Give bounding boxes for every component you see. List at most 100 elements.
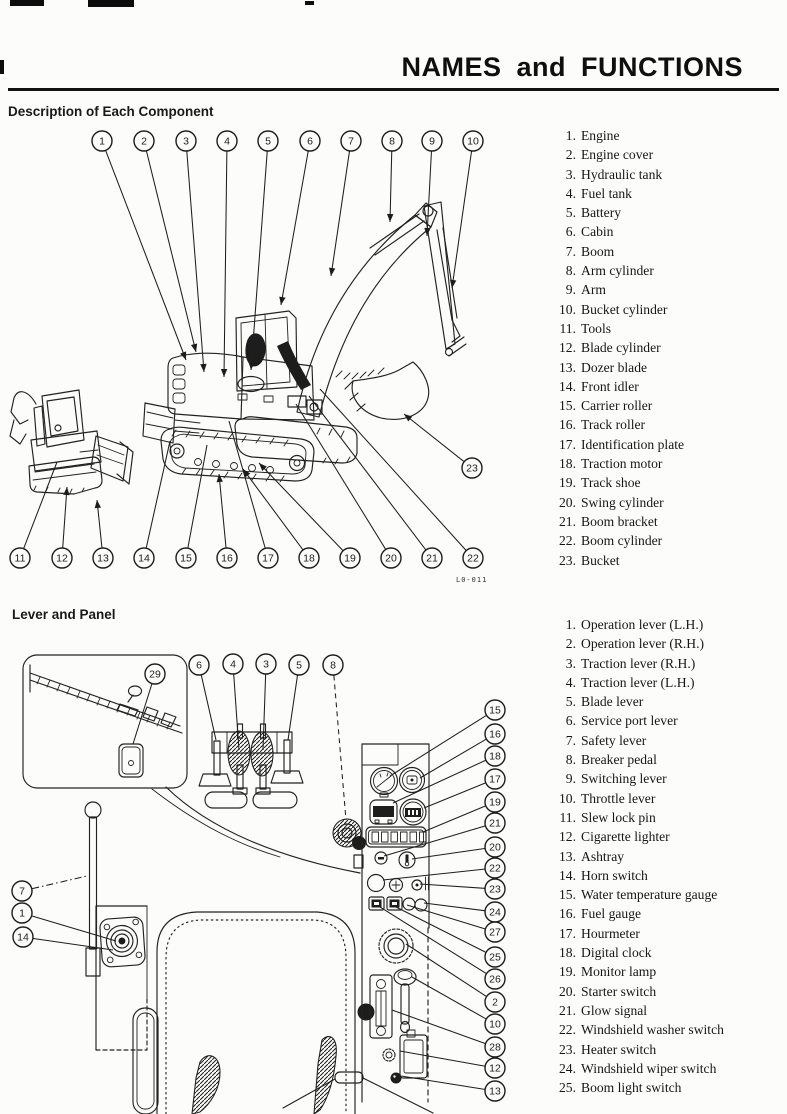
item-number: 6.	[565, 224, 576, 240]
callout-23: 23	[403, 413, 483, 479]
svg-text:18: 18	[489, 751, 501, 763]
list-item: 1.Engine	[552, 126, 786, 145]
svg-text:22: 22	[489, 863, 501, 875]
callout-23: 23	[419, 878, 506, 900]
callout-4: 4	[216, 130, 238, 378]
callout-17: 17	[423, 768, 506, 809]
callout-2: 2	[405, 943, 506, 1013]
callout-28: 28	[391, 1009, 506, 1058]
section2-heading: Lever and Panel	[12, 607, 116, 622]
list-item: 17.Hourmeter	[552, 924, 786, 943]
callout-5: 5	[287, 654, 310, 741]
svg-text:7: 7	[348, 136, 354, 148]
floor-curve	[151, 786, 361, 874]
svg-text:16: 16	[221, 553, 233, 565]
item-label: Arm	[581, 282, 606, 298]
svg-text:3: 3	[183, 136, 189, 148]
svg-text:5: 5	[265, 136, 271, 148]
list-item: 19.Monitor lamp	[552, 962, 786, 981]
callout-21: 21	[308, 395, 443, 569]
item-label: Dozer blade	[581, 359, 648, 375]
callout-15: 15	[175, 444, 208, 569]
svg-text:22: 22	[467, 553, 479, 565]
item-number: 10.	[559, 790, 576, 806]
item-label: Starter switch	[581, 983, 657, 999]
item-label: Cigarette lighter	[581, 829, 670, 845]
list-item: 3.Hydraulic tank	[552, 165, 786, 184]
list-item: 20.Swing cylinder	[552, 493, 786, 512]
item-label: Throttle lever	[581, 790, 656, 806]
item-number: 17.	[559, 436, 576, 452]
item-number: 2.	[565, 147, 576, 163]
callout-6: 6	[188, 654, 217, 741]
item-number: 12.	[559, 829, 576, 845]
item-label: Windshield washer switch	[581, 1022, 724, 1038]
svg-text:18: 18	[303, 553, 315, 565]
svg-text:15: 15	[180, 553, 192, 565]
operator-seat	[132, 911, 356, 1114]
callout-16: 16	[419, 723, 506, 779]
item-label: Boom cylinder	[581, 533, 663, 549]
list-item: 16.Fuel gauge	[552, 904, 786, 923]
list-item: 12. Cigarette lighter	[552, 827, 786, 846]
list-item: 7.Safety lever	[552, 731, 786, 750]
item-label: Track shoe	[581, 475, 641, 491]
item-number: 19.	[559, 964, 576, 980]
svg-text:17: 17	[262, 553, 274, 565]
scan-artifact	[10, 0, 44, 6]
item-label: Swing cylinder	[581, 494, 664, 510]
svg-text:20: 20	[385, 553, 397, 565]
item-number: 22.	[559, 533, 576, 549]
item-label: Track roller	[581, 417, 646, 433]
item-label: Fuel gauge	[581, 906, 642, 922]
svg-text:1: 1	[99, 136, 105, 148]
item-label: Boom	[581, 243, 615, 259]
section1-heading: Description of Each Component	[8, 104, 214, 119]
list-item: 21. Glow signal	[552, 1001, 786, 1020]
list-item: 2.Engine cover	[552, 145, 786, 164]
item-label: Hourmeter	[581, 925, 640, 941]
item-number: 25.	[559, 1080, 576, 1096]
scan-artifact	[305, 1, 314, 5]
scan-artifact	[0, 60, 4, 74]
item-label: Switching lever	[581, 771, 667, 787]
item-number: 12.	[559, 340, 576, 356]
callout-1: 1	[91, 130, 187, 361]
list-item: 11.Slew lock pin	[552, 808, 786, 827]
item-number: 18.	[559, 945, 576, 961]
item-number: 13.	[559, 359, 576, 375]
svg-text:27: 27	[489, 927, 501, 939]
item-number: 5.	[565, 694, 576, 710]
item-label: Glow signal	[581, 1002, 648, 1018]
callout-13: 13	[400, 1075, 506, 1102]
list-item: 4.Fuel tank	[552, 184, 786, 203]
pedal-cluster	[198, 723, 304, 809]
callout-3: 3	[255, 653, 277, 751]
item-number: 1.	[565, 128, 576, 143]
item-number: 14.	[559, 378, 576, 394]
callout-4: 4	[222, 653, 244, 751]
item-number: 23.	[559, 552, 576, 568]
list-item: 7.Boom	[552, 242, 786, 261]
list-item: 13.Ashtray	[552, 847, 786, 866]
list-item: 8.Breaker pedal	[552, 750, 786, 769]
svg-text:9: 9	[429, 136, 435, 148]
item-label: Bucket	[581, 552, 620, 568]
item-label: Carrier roller	[581, 398, 653, 414]
callout-27: 27	[406, 904, 506, 943]
svg-text:12: 12	[56, 553, 68, 565]
item-number: 4.	[565, 185, 576, 201]
callout-3: 3	[175, 130, 207, 373]
item-label: Heater switch	[581, 1041, 657, 1057]
svg-text:19: 19	[344, 553, 356, 565]
item-number: 21.	[559, 1002, 576, 1018]
list-item: 20.Starter switch	[552, 982, 786, 1001]
list-item: 24.Windshield wiper switch	[552, 1059, 786, 1078]
callout-21: 21	[383, 812, 506, 857]
svg-text:5: 5	[296, 660, 302, 672]
item-number: 9.	[565, 771, 576, 787]
callout-8: 8	[322, 654, 347, 821]
item-label: Boom light switch	[581, 1080, 682, 1096]
